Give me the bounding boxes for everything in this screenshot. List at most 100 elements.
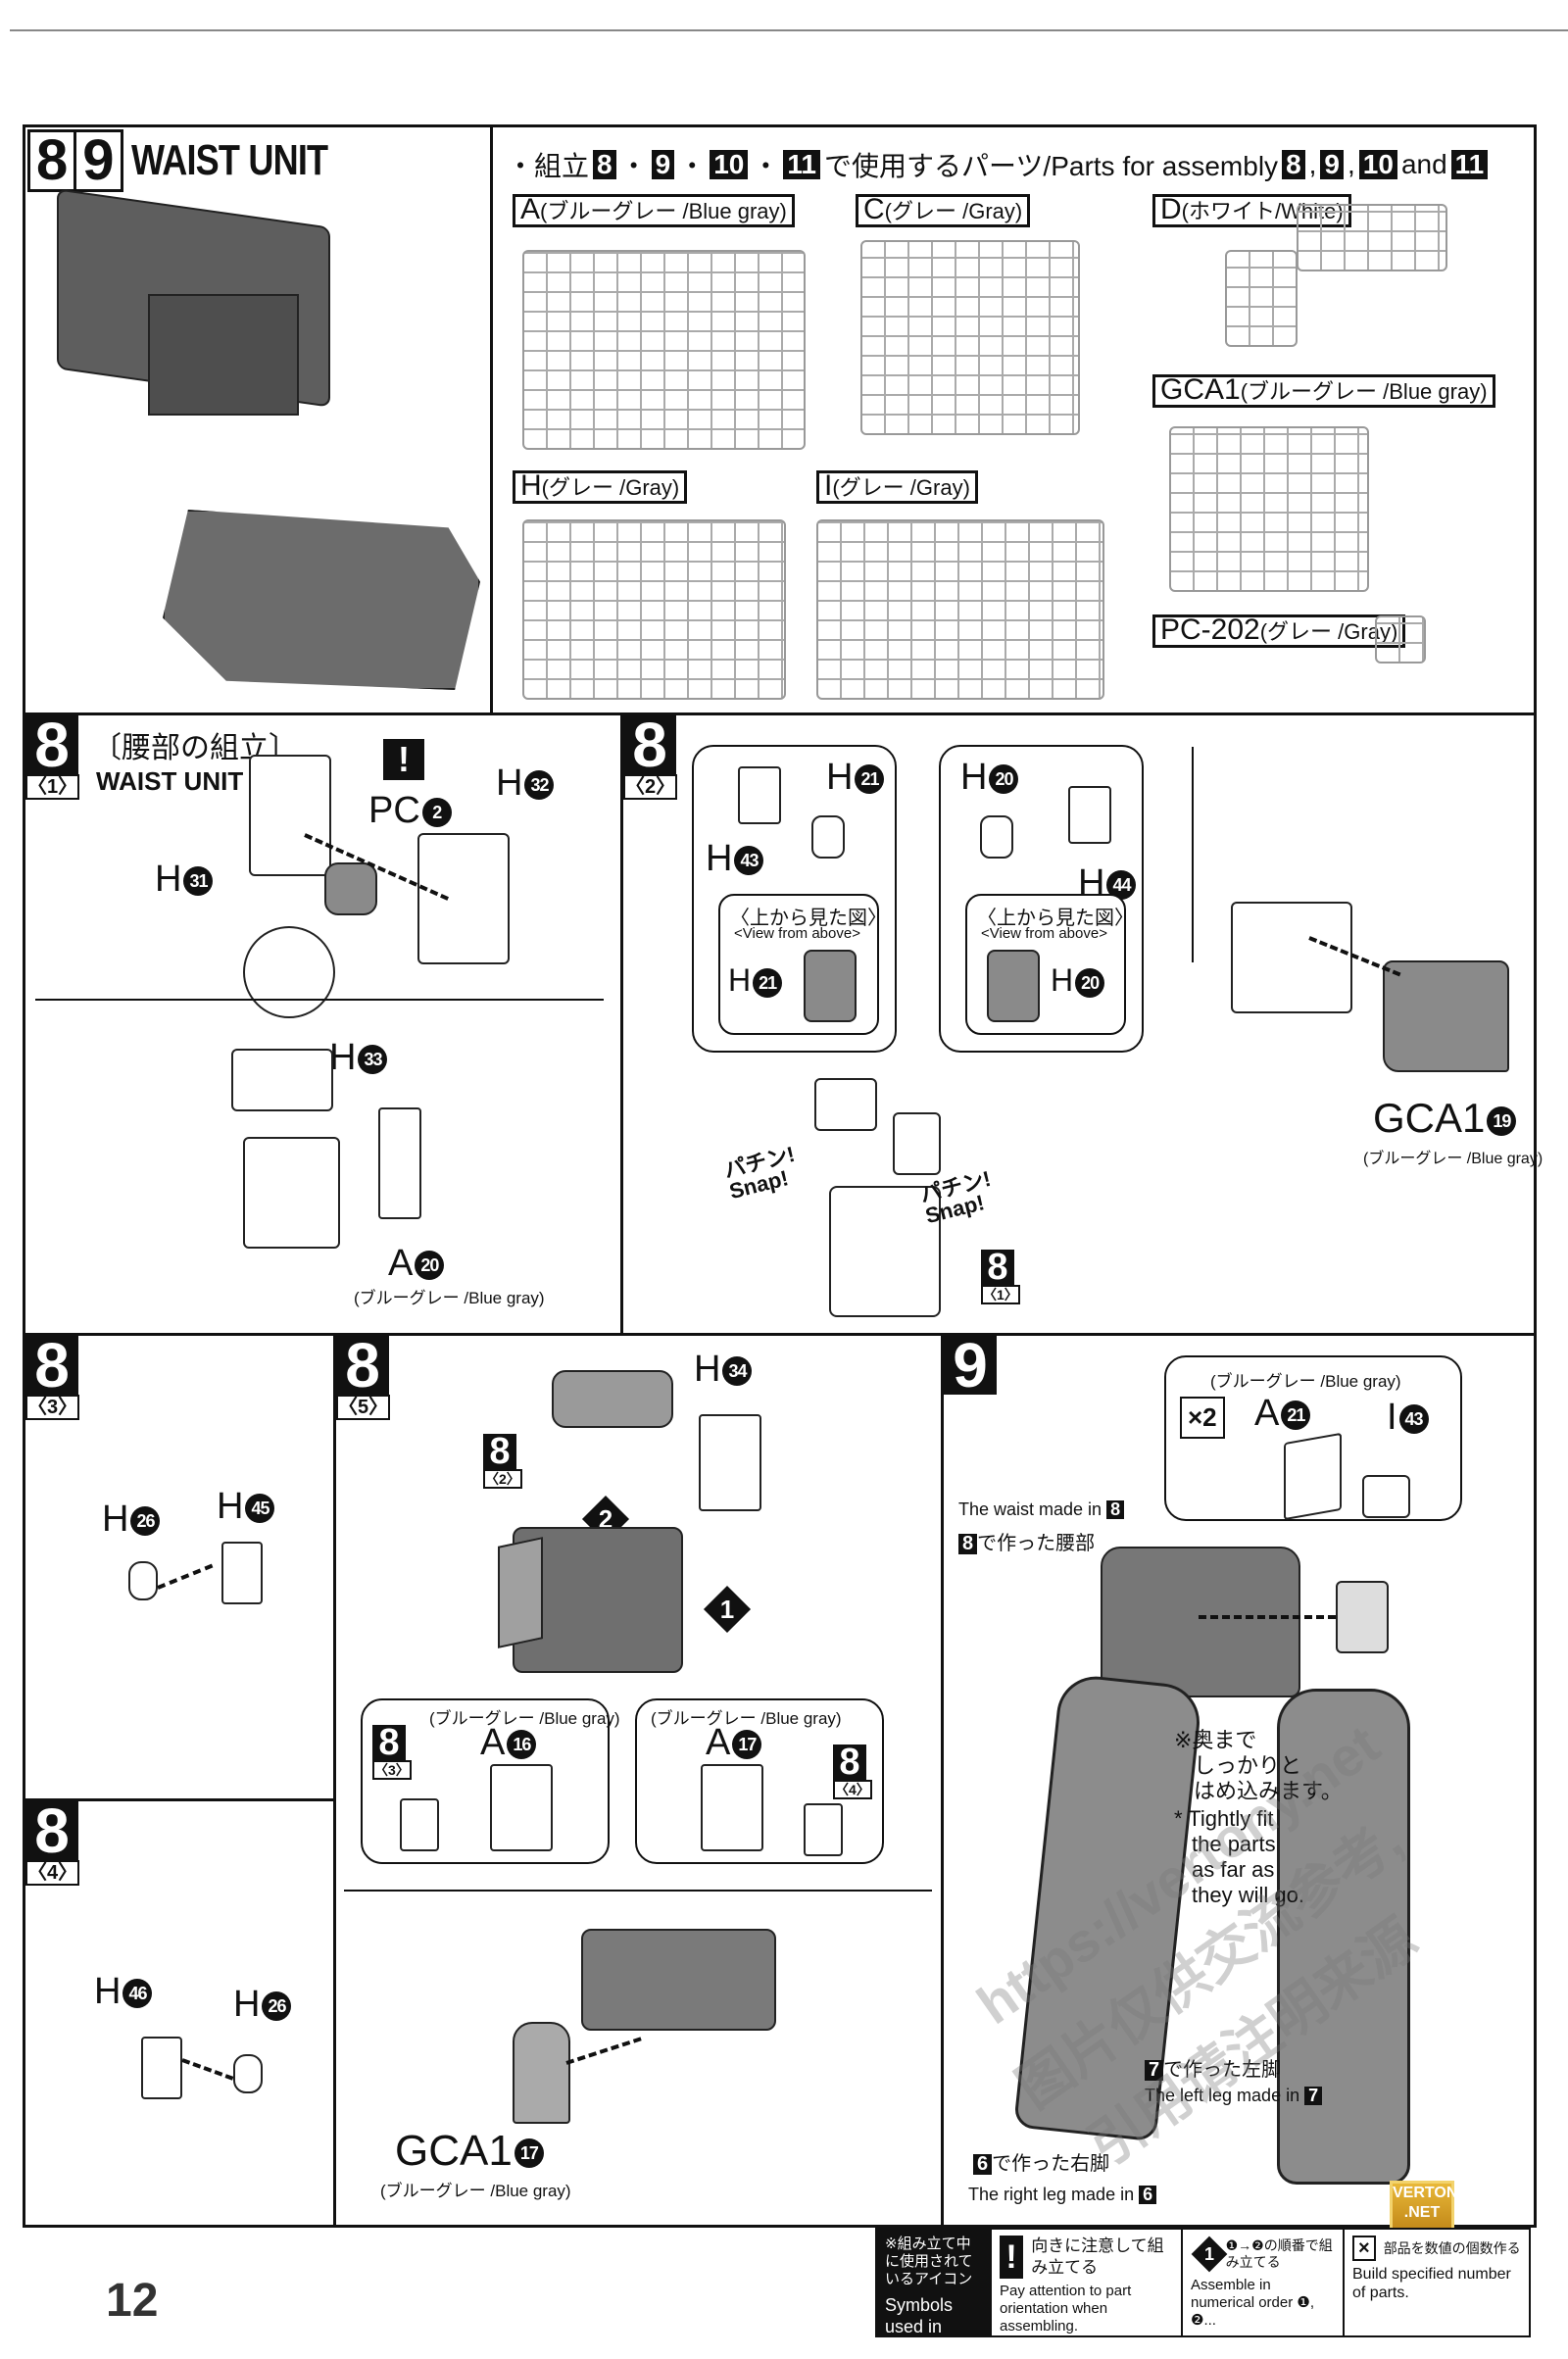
step-number: 8 — [336, 1334, 389, 1397]
multiplier-icon: ×2 — [1180, 1397, 1225, 1439]
step-ref: 11 — [783, 150, 820, 179]
view-label-jp: 〈上から見た図〉 — [977, 908, 1134, 929]
front-armor-illustration — [699, 1414, 761, 1511]
step-ref-badge: 8 〈2〉 — [483, 1431, 522, 1489]
step-badge: 9 — [944, 1334, 997, 1397]
overview-panel: 8 9 WAIST UNIT — [23, 124, 493, 715]
section-heading: 8 9 WAIST UNIT — [27, 129, 370, 192]
waist-illustration — [1101, 1547, 1300, 1697]
part-h46-illustration — [141, 2037, 182, 2099]
step-sub-number: 〈5〉 — [336, 1395, 391, 1420]
order-icon-1: 1 — [703, 1585, 752, 1634]
legend-multiplier: × 部品を数値の個数作る Build specified number of p… — [1343, 2230, 1529, 2335]
snap-label-left: パチン!Snap! — [721, 1141, 798, 1204]
callout-leader — [1192, 747, 1194, 962]
part-illustration — [893, 1112, 941, 1175]
step-ref: 8 — [593, 150, 616, 179]
part-h44-illustration — [1068, 786, 1111, 844]
color-note: (ブルーグレー /Blue gray) — [380, 2182, 571, 2200]
part-a20-illustration — [378, 1107, 421, 1219]
step-badge: 8 〈3〉 — [25, 1334, 80, 1420]
waist-armor-illustration — [163, 510, 480, 690]
waist-label-en: The waist made in 8 — [958, 1499, 1125, 1520]
part-h34-illustration — [552, 1370, 673, 1428]
step-number: 8 — [25, 713, 78, 776]
part-h32-illustration — [417, 833, 510, 964]
waist-core-illustration — [148, 294, 299, 416]
top-view-illustration — [804, 950, 857, 1022]
symbol-legend: ※組み立て中に使用されているアイコン Symbols used in instr… — [875, 2228, 1531, 2358]
top-rule — [10, 29, 1568, 31]
fit-note-jp: ※奥までしっかりとはめ込みます。 — [1174, 1728, 1343, 1803]
waist-assembly-illustration — [829, 1186, 941, 1317]
color-note: (ブルーグレー /Blue gray) — [429, 1709, 620, 1728]
runner-c-sprue — [860, 240, 1080, 435]
step-sub-number: 〈1〉 — [25, 774, 80, 800]
legend-attention: ! 向きに注意して組み立てる Pay attention to part ori… — [990, 2230, 1181, 2335]
left-leg-illustration — [1277, 1689, 1410, 2185]
part-h31-illustration — [249, 755, 331, 876]
top-view-illustration — [987, 950, 1040, 1022]
step-ref: 8 — [1282, 150, 1305, 179]
part-a21-illustration — [1284, 1432, 1342, 1521]
runner-label-h: H(グレー /Gray) — [513, 470, 688, 504]
color-note: (ブルーグレー /Blue gray) — [354, 1289, 545, 1307]
step-badge: 8 〈4〉 — [25, 1799, 80, 1886]
step-ref-badge: 8 〈3〉 — [372, 1722, 412, 1780]
view-label-en: <View from above> — [734, 925, 860, 942]
step-ref: 10 — [1358, 150, 1397, 179]
part-h26-illustration — [128, 1561, 158, 1600]
step-badge: 8 〈2〉 — [623, 713, 678, 800]
waist-block-illustration — [1231, 902, 1352, 1013]
part-illustration — [804, 1803, 843, 1856]
right-leg-label-en: The right leg made in 6 — [968, 2185, 1157, 2205]
step-sub-number: 〈4〉 — [25, 1860, 80, 1886]
color-note: (ブルーグレー /Blue gray) — [1210, 1372, 1401, 1391]
part-h26-illustration — [233, 2054, 263, 2093]
step-badge: 8 〈1〉 — [25, 713, 80, 800]
runner-label-a: A(ブルーグレー /Blue gray) — [513, 194, 795, 227]
section-title: WAIST UNIT — [130, 136, 328, 184]
dashed-arrow — [181, 2058, 234, 2081]
parts-panel: ・組立 8・ 9・ 10・ 11 で使用するパーツ/Parts for asse… — [490, 124, 1537, 715]
part-i43-illustration — [1362, 1475, 1410, 1518]
divider — [35, 999, 604, 1001]
color-note: (ブルーグレー /Blue gray) — [1363, 1151, 1544, 1167]
attention-icon: ! — [383, 739, 424, 780]
runner-a-sprue — [522, 250, 806, 450]
step-badge: 8 〈5〉 — [336, 1334, 391, 1420]
step-ref: 9 — [651, 150, 675, 179]
part-pc2-illustration — [324, 862, 377, 915]
part-a17-illustration — [701, 1764, 763, 1851]
runner-d-sprue — [1225, 250, 1298, 347]
detail-circle — [243, 926, 335, 1018]
runner-label-gca1: GCA1(ブルーグレー /Blue gray) — [1152, 374, 1495, 408]
side-plate-illustration — [498, 1537, 543, 1648]
runner-pc202-sprue — [1375, 615, 1426, 663]
part-gca1-17-illustration — [513, 2022, 570, 2124]
part-illustration — [400, 1798, 439, 1851]
view-label-en: <View from above> — [981, 925, 1107, 942]
view-label-jp: 〈上から見た図〉 — [730, 908, 887, 929]
part-illustration — [814, 1078, 877, 1131]
step-number: 8 — [25, 1799, 78, 1862]
step-ref: 10 — [710, 150, 749, 179]
